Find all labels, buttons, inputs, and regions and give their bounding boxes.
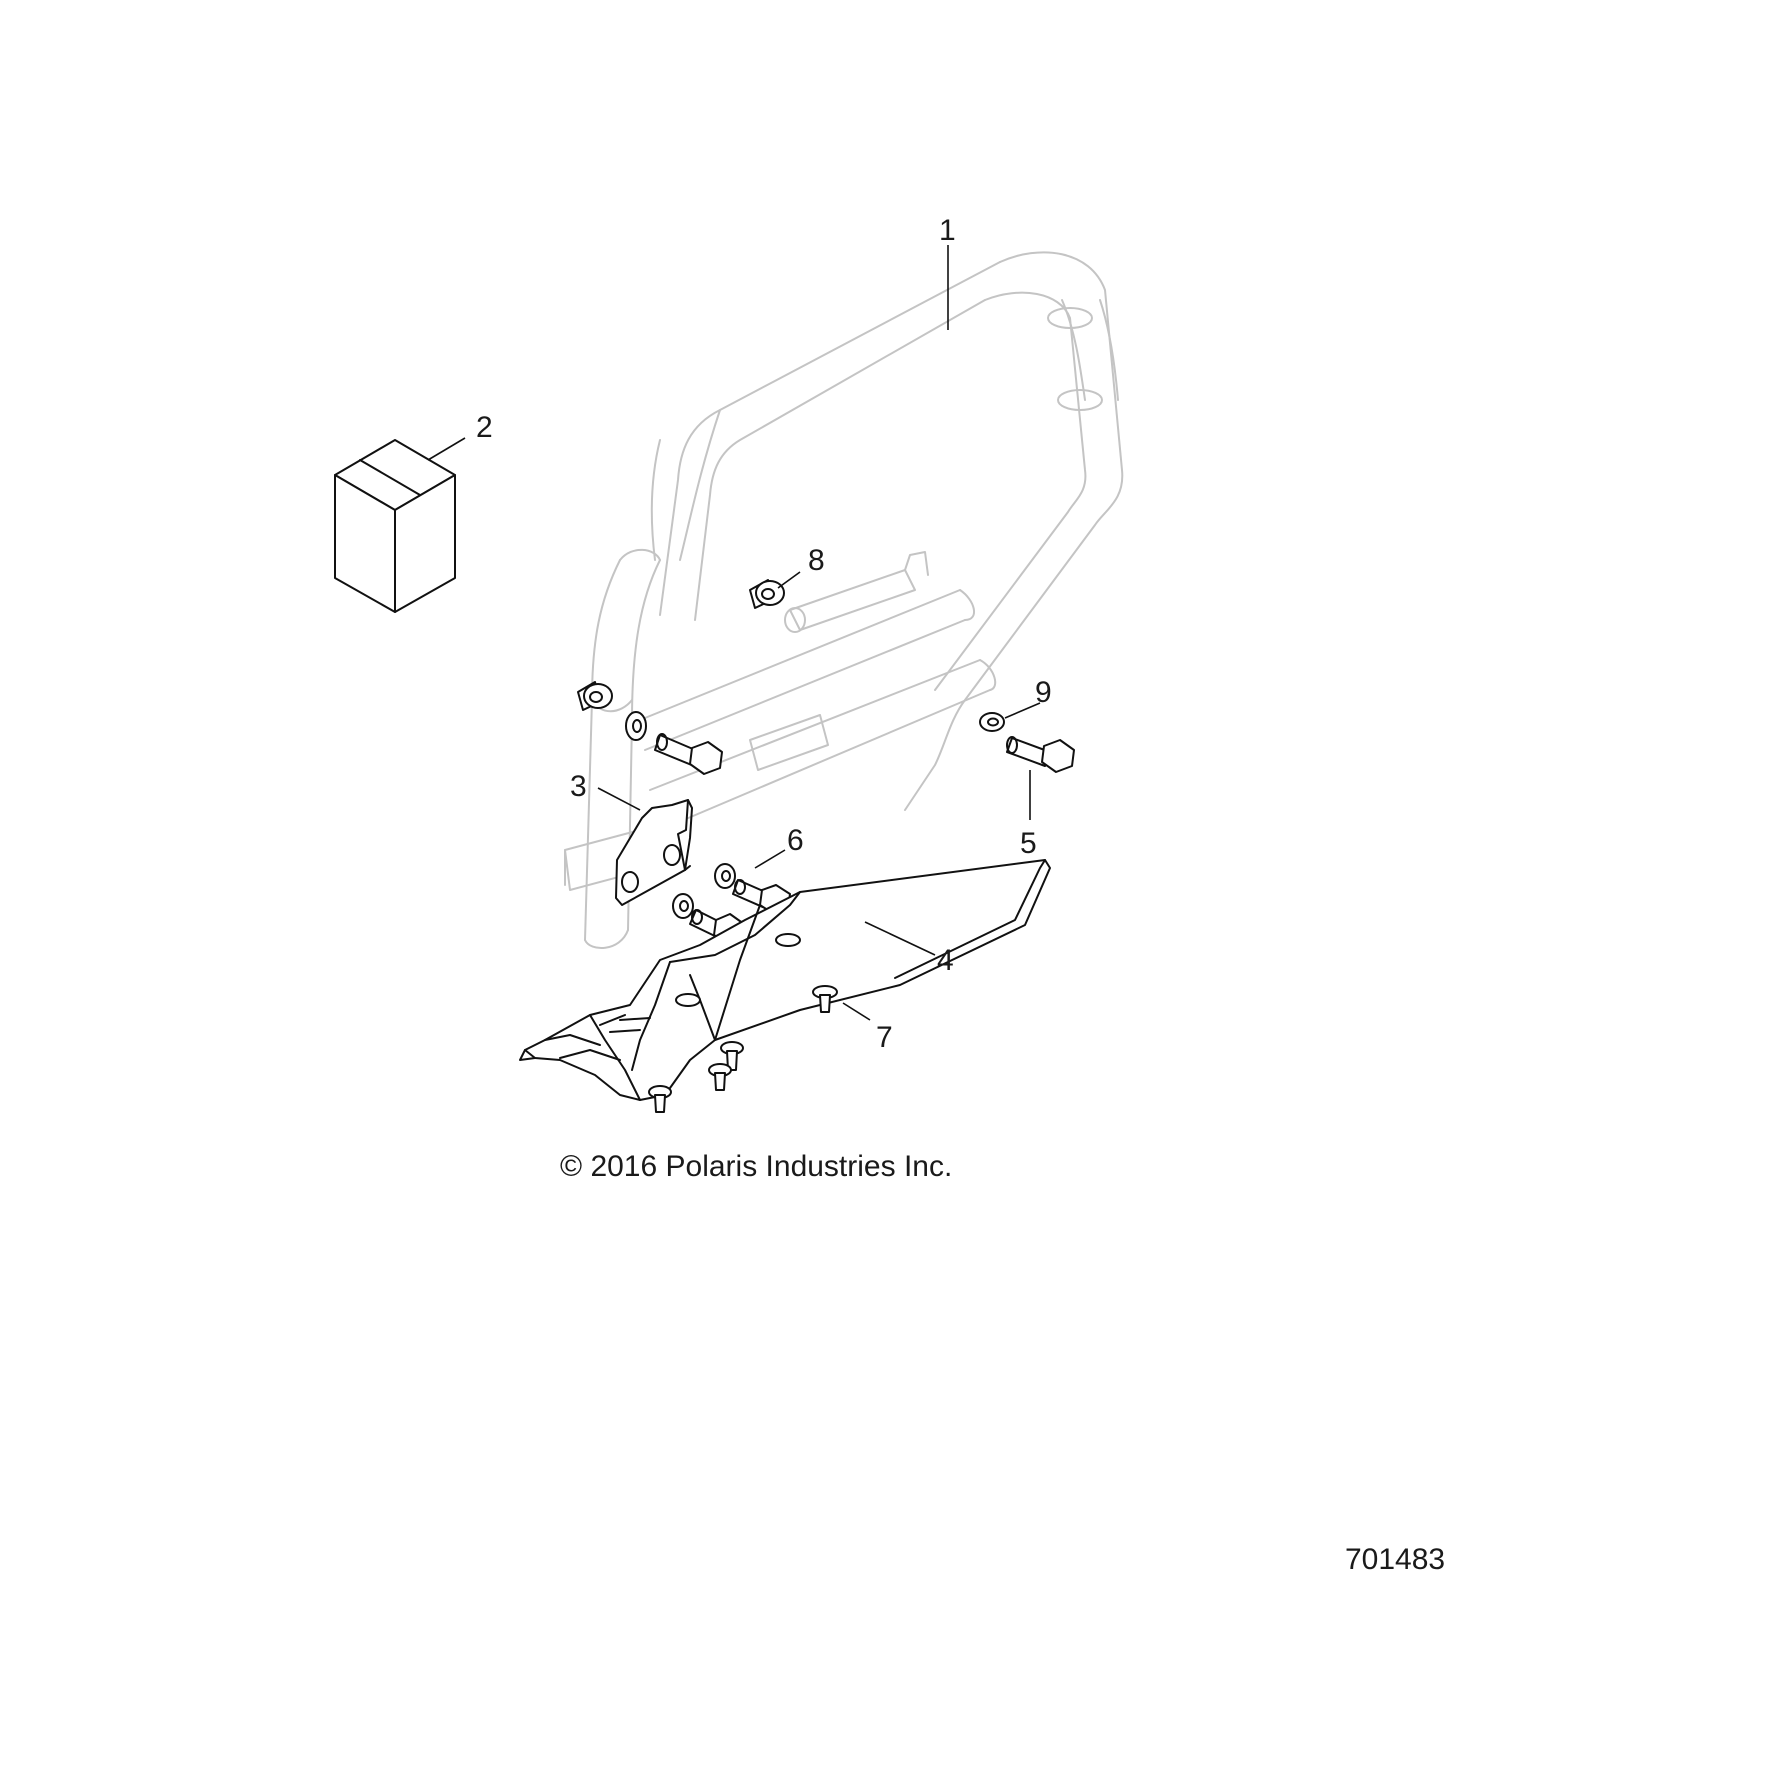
callout-3: 3 [570,770,587,803]
callout-labels: 1 2 3 4 5 6 7 8 9 [476,214,1052,1054]
leader-lines [427,245,1041,1021]
part-9-washer-left [625,711,647,741]
callout-1: 1 [939,214,956,247]
part-7-rivet-c [708,1063,732,1091]
part-7-rivet-b [720,1041,744,1071]
drawing-number: 701483 [1345,1543,1446,1576]
part-6-washer-upper [714,863,736,889]
part-4-heat-shield [519,859,1051,1101]
leader-6 [754,849,786,869]
part-7-rivet-a [812,985,838,1013]
callout-9: 9 [1035,676,1052,709]
part-1-grab-bar [564,251,1124,950]
copyright-notice: © 2016 Polaris Industries Inc. [560,1150,953,1183]
part-8-flange-nut [749,579,785,609]
callout-6: 6 [787,824,804,857]
part-6-washer-lower [672,893,694,919]
part-8-flange-nut-left [577,681,613,711]
part-9-washer-right [979,712,1005,732]
leader-8 [777,571,801,589]
part-7-rivet-d [648,1085,672,1113]
callout-5: 5 [1020,827,1037,860]
leader-3 [597,787,641,811]
part-5-bolt-right [1006,736,1075,773]
leader-7 [842,1002,871,1021]
leader-2 [427,437,466,461]
part-5-bolt-left [654,733,723,775]
part-3-bracket [615,799,693,906]
callout-4: 4 [937,944,954,977]
callout-8: 8 [808,544,825,577]
callout-2: 2 [476,411,493,444]
leader-4 [864,921,936,956]
leader-9 [1004,702,1041,719]
callout-7: 7 [876,1021,893,1054]
part-2-kit-box [334,439,456,613]
